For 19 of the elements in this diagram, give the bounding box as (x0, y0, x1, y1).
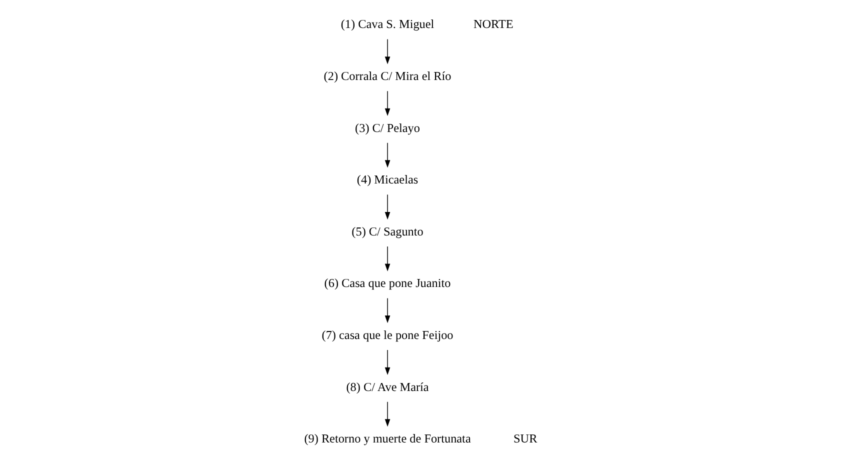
arrow (384, 298, 390, 324)
label: NORTE (473, 17, 514, 32)
arrow (384, 38, 390, 64)
node-text: (4) Micaelas (356, 172, 418, 187)
node-text: (8) C/ Ave María (346, 380, 429, 394)
arrow (384, 401, 390, 427)
label: SUR (514, 432, 538, 446)
node-text: (1) Cava S. Miguel (340, 17, 434, 32)
arrow (384, 350, 390, 375)
arrow (384, 90, 390, 116)
arrow (384, 246, 390, 272)
arrow (384, 142, 390, 168)
node-text: (6) Casa que pone Juanito (324, 276, 451, 290)
node-text: (5) C/ Sagunto (352, 224, 424, 238)
node-text: (3) C/ Pelayo (355, 120, 420, 135)
node-text: (7) casa que le pone Feijoo (322, 328, 454, 342)
arrow (384, 194, 390, 220)
node-text: (2) Corrala C/ Mira el Río (324, 69, 452, 84)
node-text: (9) Retorno y muerte de Fortunata (304, 432, 471, 446)
